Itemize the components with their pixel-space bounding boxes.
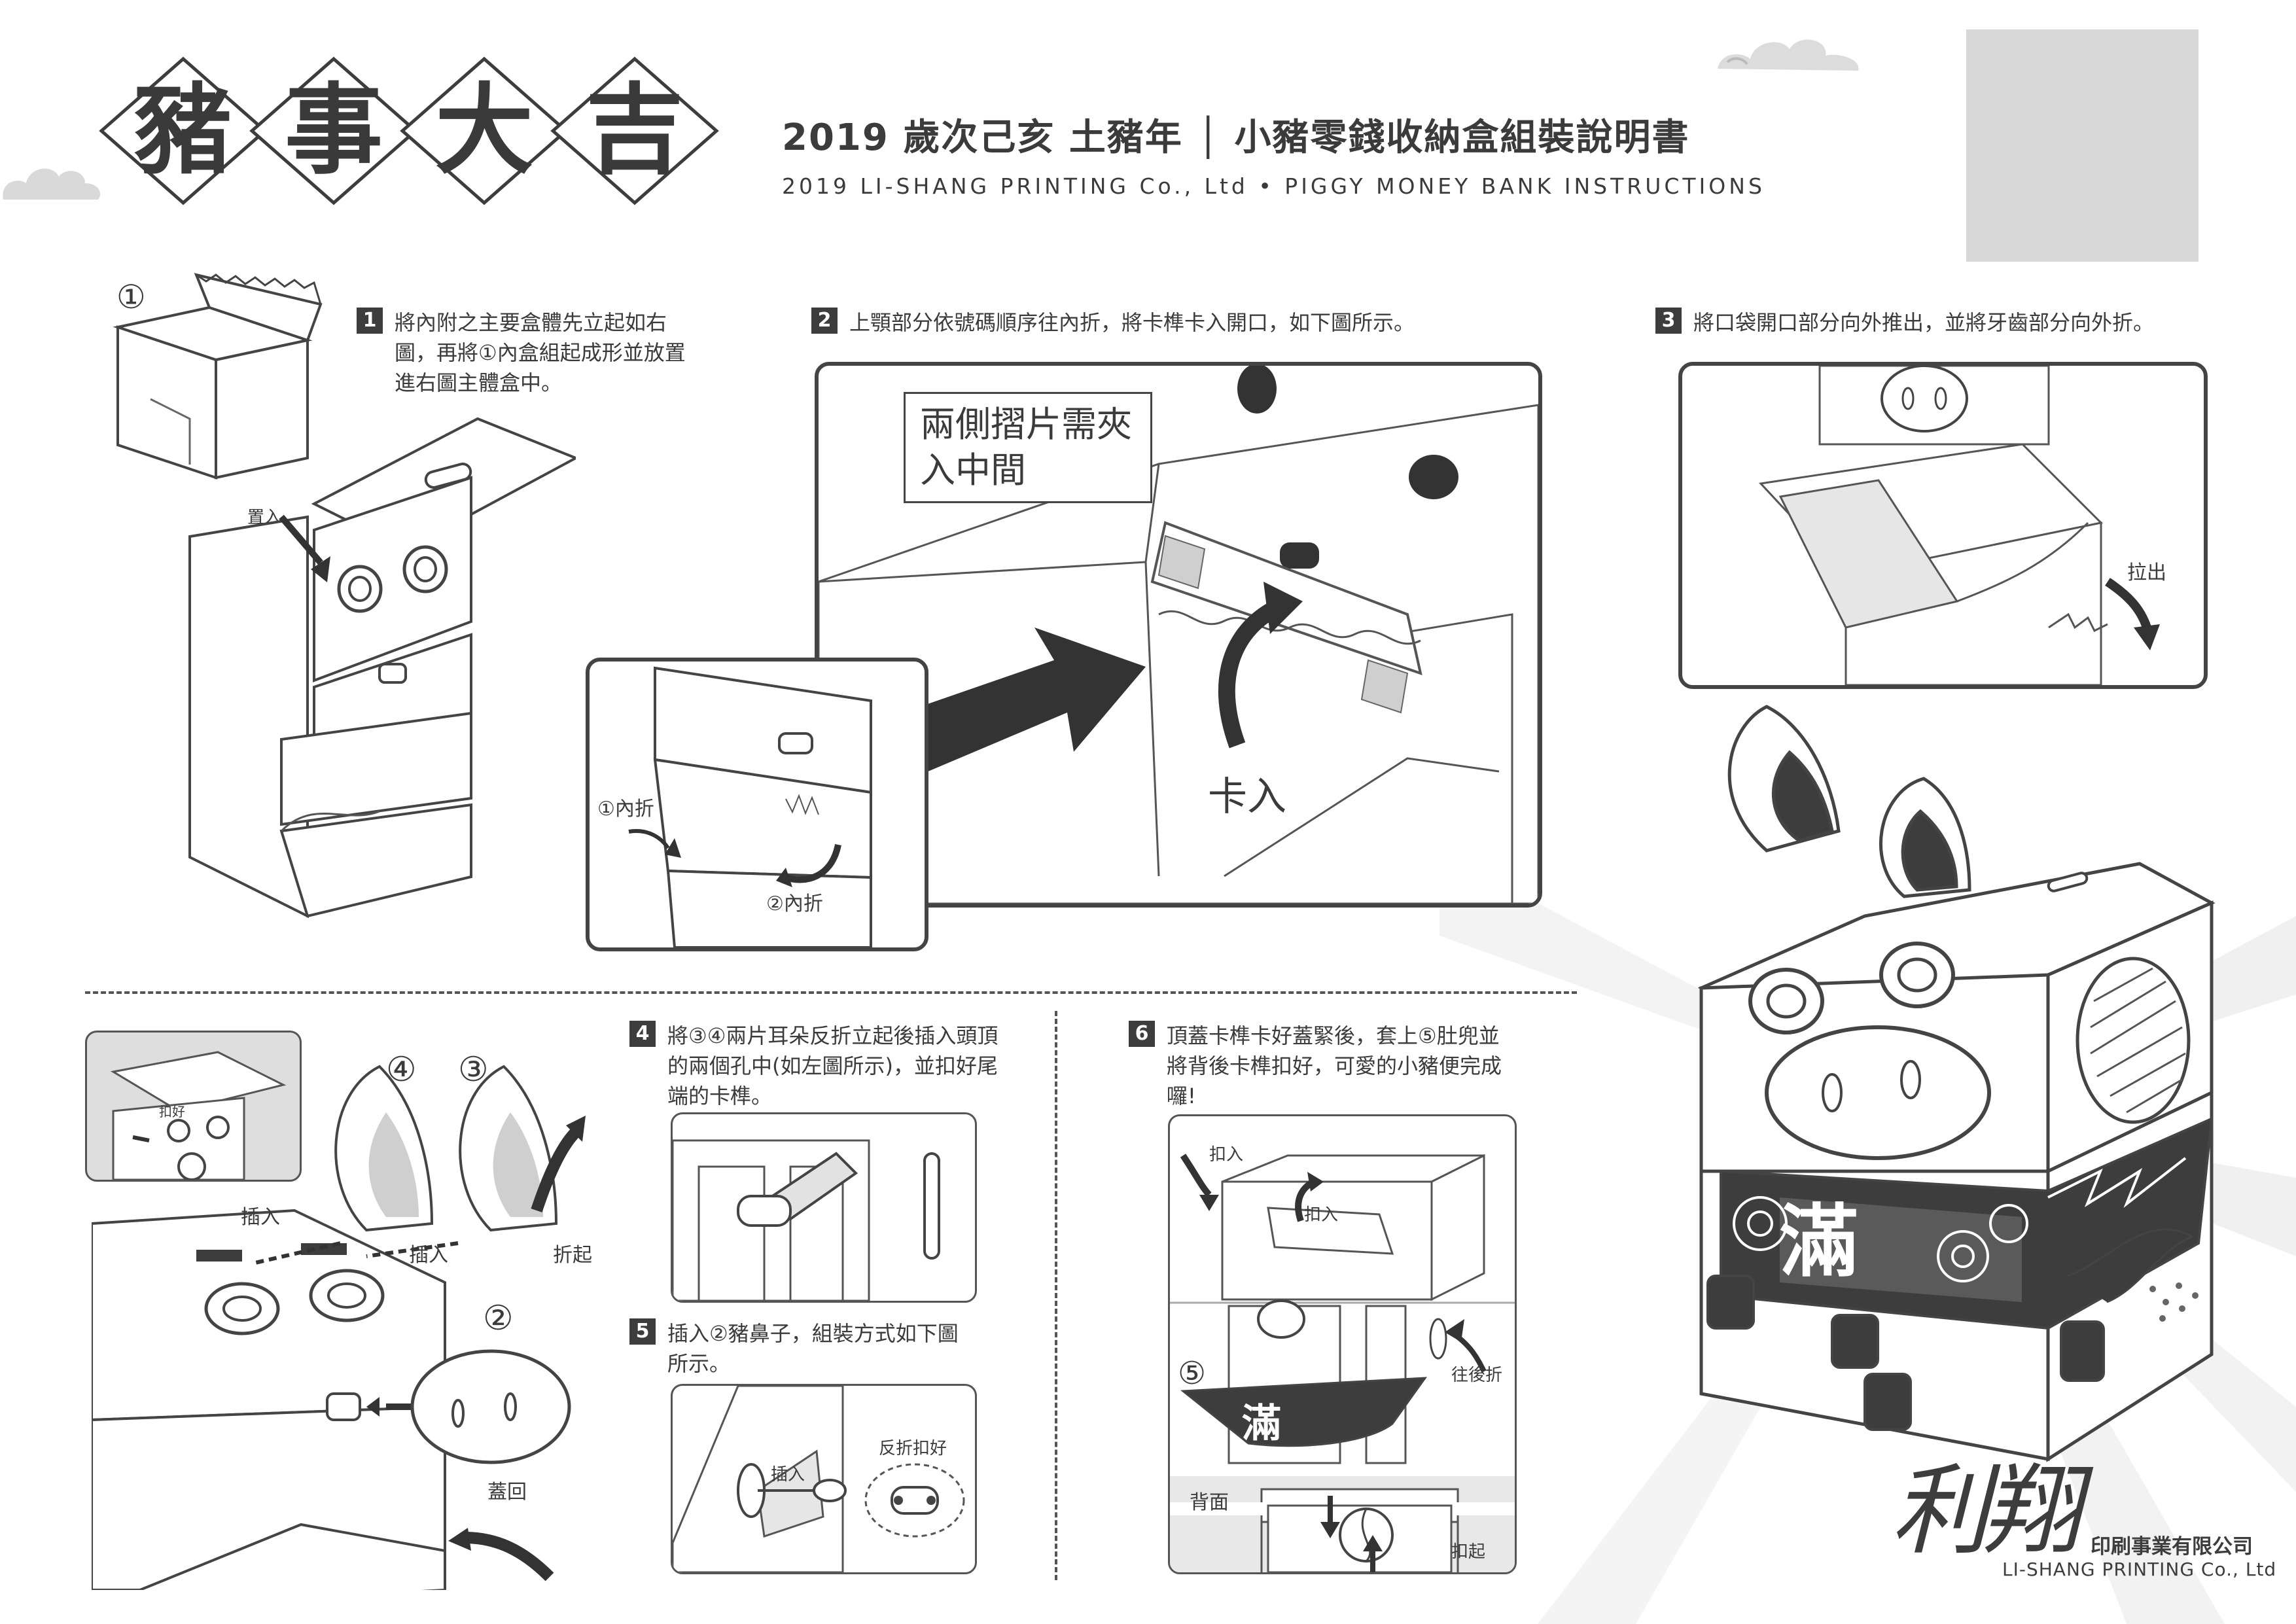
step-3: 3 將口袋開口部分向外推出，並將牙齒部分向外折。 [1655, 308, 2244, 338]
fasten-label-1: 扣入 [1209, 1145, 1244, 1165]
pig-fortune-char: 滿 [1780, 1197, 1858, 1288]
snapped-label: 扣好 [159, 1104, 185, 1120]
insert-label-3: 插入 [771, 1465, 805, 1485]
step-2: 2 上顎部分依號碼順序往內折，將卡榫卡入開口，如下圖所示。 [811, 308, 1531, 338]
page-title: 2019 歲次己亥 土豬年 │ 小豬零錢收納盒組裝說明書 [782, 116, 1690, 159]
step-1-text: 將內附之主要盒體先立起如右圖，再將①內盒組起成形並放置進右圖主體盒中。 [395, 310, 686, 395]
cloud-left-icon [3, 168, 101, 200]
fold-2-label: ②內折 [766, 892, 823, 915]
step-5-number: 5 [629, 1318, 656, 1345]
fold-back-label: 往後折 [1451, 1366, 1503, 1385]
company-name-zh: 印刷事業有限公司 [2091, 1535, 2253, 1559]
fold-note-text: 兩側摺片需夾入中間 [920, 404, 1132, 491]
ear-detail-inset: 扣好 [85, 1031, 302, 1182]
inner-box-illustration [113, 273, 323, 480]
image-placeholder [1966, 29, 2199, 262]
step-5-text: 插入②豬鼻子，組裝方式如下圖所示。 [667, 1321, 959, 1376]
company-name-en: LI-SHANG PRINTING Co., Ltd [2002, 1559, 2277, 1580]
step-5: 5 插入②豬鼻子，組裝方式如下圖所示。 [629, 1318, 983, 1379]
finished-pig-illustration [1697, 705, 2216, 1462]
step-2-panel: 兩側摺片需夾入中間 卡入 [815, 362, 1542, 908]
fasten-label-2: 扣入 [1304, 1205, 1339, 1225]
step-6: 6 頂蓋卡榫卡好蓋緊後，套上⑤肚兜並將背後卡榫扣好，可愛的小豬便完成囉! [1129, 1021, 1534, 1111]
logo-char-2: 事 [285, 74, 383, 188]
insert-label-1: 插入 [241, 1206, 280, 1229]
insert-label-2: 插入 [409, 1244, 448, 1267]
ears-insert-illustration [92, 1065, 586, 1590]
company-logo: 利翔 [1891, 1455, 2081, 1568]
section-divider [85, 991, 1577, 994]
step-4: 4 將③④兩片耳朵反折立起後插入頭頂的兩個孔中(如左圖所示)，並扣好尾端的卡榫。 [629, 1021, 1022, 1111]
step-4-panel [671, 1112, 977, 1303]
step-6-number: 6 [1129, 1021, 1155, 1047]
snap-in-label: 卡入 [1208, 774, 1286, 820]
step-6-text: 頂蓋卡榫卡好蓋緊後，套上⑤肚兜並將背後卡榫扣好，可愛的小豬便完成囉! [1167, 1023, 1502, 1108]
reverse-fold-label: 反折扣好 [879, 1439, 947, 1458]
fold-1-label: ①內折 [597, 798, 654, 821]
svg-text:滿: 滿 [1242, 1401, 1281, 1447]
step-1-number: 1 [357, 308, 383, 334]
step-4-number: 4 [629, 1021, 656, 1047]
step-5-panel: 插入 反折扣好 [671, 1384, 977, 1574]
step-1: 1 將內附之主要盒體先立起如右圖，再將①內盒組起成形並放置進右圖主體盒中。 [357, 308, 703, 398]
step-6-panel: 滿 扣入 扣入 ⑤ 往後折 背面 扣起 [1168, 1114, 1517, 1574]
step-2-number: 2 [811, 308, 838, 334]
main-box-illustration [188, 417, 576, 919]
step-2-inset: ①內折 ②內折 [586, 658, 928, 951]
page-subtitle: 2019 LI-SHANG PRINTING Co., Ltd • PIGGY … [782, 173, 1765, 199]
part-2-label: ② [483, 1299, 514, 1338]
pull-out-label: 拉出 [2127, 561, 2166, 584]
part-1-label: ① [116, 278, 146, 316]
step-3-text: 將口袋開口部分向外推出，並將牙齒部分向外折。 [1693, 310, 2155, 335]
step-3-number: 3 [1655, 308, 1682, 334]
logo-char-3: 大 [435, 74, 534, 188]
fold-note-callout: 兩側摺片需夾入中間 [904, 392, 1152, 503]
buckle-up-label: 扣起 [1451, 1542, 1486, 1562]
step-4-text: 將③④兩片耳朵反折立起後插入頭頂的兩個孔中(如左圖所示)，並扣好尾端的卡榫。 [667, 1023, 998, 1108]
cloud-top-icon [1718, 39, 1859, 71]
lid-cover-label: 蓋回 [487, 1481, 527, 1504]
logo-char-4: 吉 [586, 74, 684, 188]
column-divider [1055, 1011, 1057, 1580]
step-2-text: 上顎部分依號碼順序往內折，將卡榫卡入開口，如下圖所示。 [849, 310, 1415, 335]
logo-char-1: 豬 [134, 74, 233, 188]
step-3-panel: 拉出 [1678, 362, 2208, 689]
logo-badge: 豬 事 大 吉 [98, 56, 739, 206]
back-side-label: 背面 [1190, 1491, 1229, 1514]
part-5-label: ⑤ [1178, 1355, 1207, 1392]
fold-up-label: 折起 [553, 1244, 592, 1267]
